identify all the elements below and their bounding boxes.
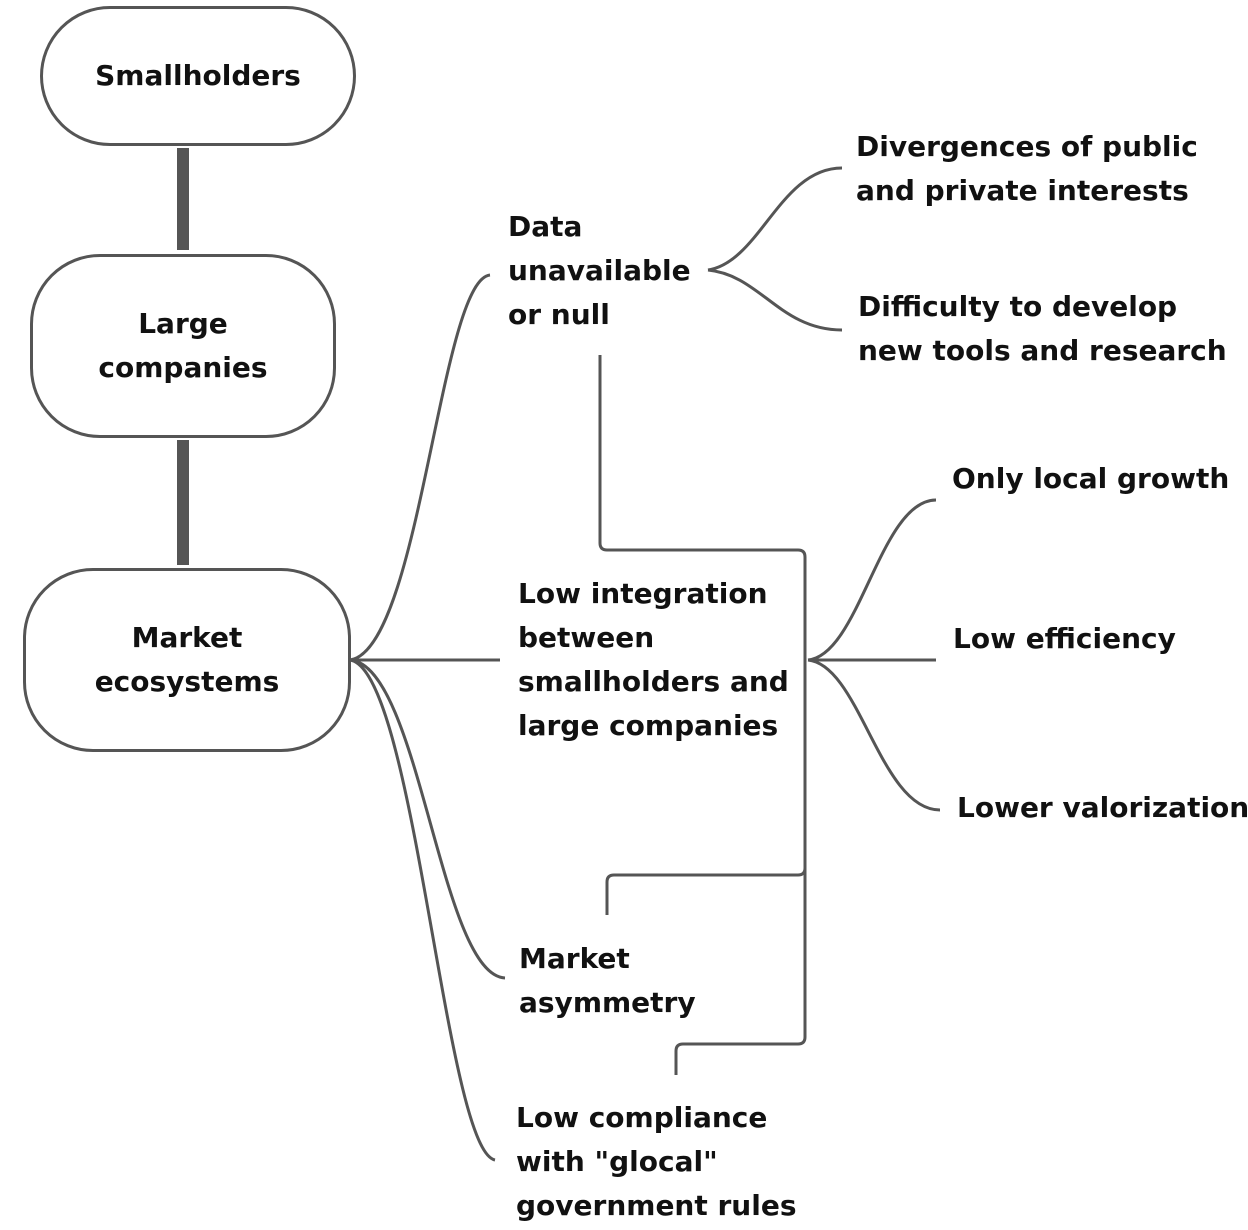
market-ecosystems-line-1: Market [131, 621, 243, 654]
text-line: Divergences of public [856, 130, 1198, 163]
branch-to-difficulty [707, 268, 843, 332]
market-ecosystems-node: Market ecosystems [23, 568, 351, 752]
large-companies-line-2: companies [98, 351, 268, 384]
branch-to-asymmetry [349, 658, 506, 980]
difficulty-label: Difficulty to develop new tools and rese… [858, 285, 1227, 373]
large-companies-node: Large companies [30, 254, 336, 438]
text-line: asymmetry [519, 986, 696, 1019]
branch-to-data [349, 273, 491, 662]
large-companies-line-1: Large [138, 307, 228, 340]
text-line: unavailable [508, 254, 691, 287]
local-growth-label: Only local growth [952, 457, 1229, 501]
smallholders-label: Smallholders [95, 59, 301, 92]
text-line: government rules [516, 1189, 797, 1222]
text-line: Market [519, 942, 630, 975]
text-line: Data [508, 210, 583, 243]
divergences-label: Divergences of public and private intere… [856, 125, 1198, 213]
text-line: Low efficiency [953, 622, 1176, 655]
smallholders-node: Smallholders [40, 6, 356, 146]
text-line: or null [508, 298, 610, 331]
lower-valorization-label: Lower valorization [957, 786, 1248, 830]
text-line: Difficulty to develop [858, 290, 1178, 323]
text-line: and private interests [856, 174, 1189, 207]
branch-to-valorization [807, 658, 941, 812]
low-compliance-label: Low compliance with "glocal" government … [516, 1096, 797, 1228]
branch-to-divergences [707, 166, 843, 272]
market-asymmetry-label: Market asymmetry [519, 937, 696, 1025]
text-line: new tools and research [858, 334, 1227, 367]
low-efficiency-label: Low efficiency [953, 617, 1176, 661]
text-line: Low compliance [516, 1101, 768, 1134]
branch-to-compliance [349, 658, 496, 1162]
market-ecosystems-line-2: ecosystems [94, 665, 280, 698]
text-line: between [518, 621, 655, 654]
low-integration-label: Low integration between smallholders and… [518, 572, 789, 748]
bus-from-asymmetry [605, 867, 807, 915]
text-line: Only local growth [952, 462, 1230, 495]
text-line: large companies [518, 709, 779, 742]
text-line: Low integration [518, 577, 768, 610]
text-line: with "glocal" [516, 1145, 718, 1178]
data-unavailable-label: Data unavailable or null [508, 205, 691, 337]
branch-to-local-growth [807, 498, 937, 662]
bus-from-data [598, 355, 807, 1075]
text-line: smallholders and [518, 665, 789, 698]
text-line: Lower valorization [957, 791, 1248, 824]
